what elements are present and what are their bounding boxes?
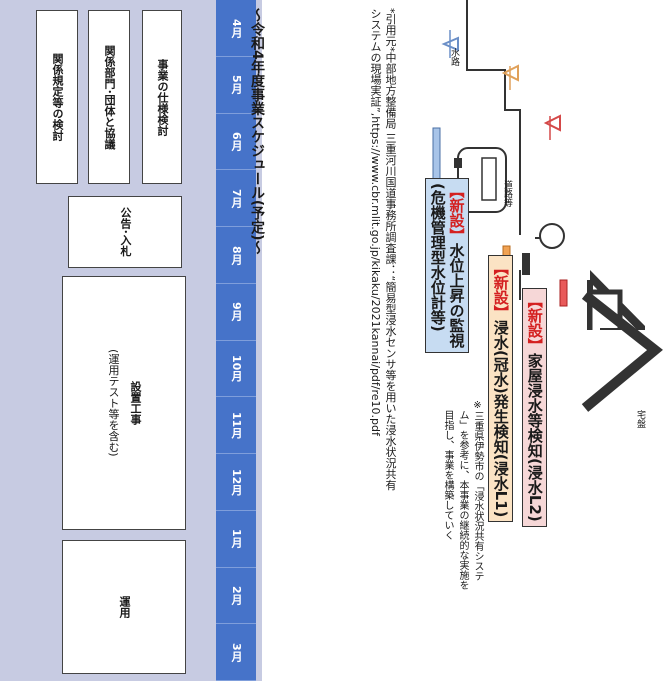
badge-flood-l1-main: 浸水(冠水)発生検知(浸水L1) xyxy=(491,320,510,518)
flood-scene-illustration xyxy=(432,0,645,330)
badge-flood-l1: 【新設】浸水(冠水)発生検知(浸水L1) xyxy=(488,255,513,523)
month-label: 2月 xyxy=(216,568,256,625)
month-label: 8月 xyxy=(216,227,256,284)
badge-water-level-main: 水位上昇の監視 xyxy=(447,243,466,348)
task-spec-review: 事業の仕様検討 xyxy=(142,10,182,184)
month-label: 9月 xyxy=(216,284,256,341)
month-label: 12月 xyxy=(216,454,256,511)
month-label: 11月 xyxy=(216,397,256,454)
schedule-title: ～令和4年度事業スケジュール(予定)～ xyxy=(249,8,265,255)
month-label: 7月 xyxy=(216,170,256,227)
badge-water-level-tag: 【新設】 xyxy=(447,183,466,243)
signpost-icon xyxy=(535,223,565,249)
citation-line-1: *引用元*中部地方整備局 三重河川国道事務所調査課：“簡易型浸水センサ等を用いた… xyxy=(384,8,397,491)
task-regulations-label: 関係規定等の検討 xyxy=(51,53,64,141)
traffic-signal-icon xyxy=(522,253,530,275)
ground-profile xyxy=(466,0,521,235)
badge-flood-l2-tag: 【新設】 xyxy=(525,293,544,353)
task-installation-sublabel: (運用テスト等を含む) xyxy=(107,349,120,457)
badge-water-level-sub: (危機管理型水位計等) xyxy=(428,183,447,332)
label-house: 宅盤 xyxy=(635,410,645,428)
task-operation: 運用 xyxy=(62,540,186,674)
task-tender: 公告･入札 xyxy=(68,196,182,268)
month-label: 5月 xyxy=(216,57,256,114)
citation-line-2: システムの現場実証”,https://www.cbr.mlit.go.jp/ki… xyxy=(369,8,382,436)
month-label: 10月 xyxy=(216,341,256,398)
task-coordination: 関係部門･団体と協議 xyxy=(88,10,130,184)
task-operation-label: 運用 xyxy=(118,596,131,618)
schedule-panel: 事業の仕様検討 関係部門･団体と協議 関係規定等の検討 公告･入札 設置工事 (… xyxy=(0,0,270,681)
label-river: 水路 xyxy=(449,48,459,66)
month-bar: 4月 5月 6月 7月 8月 9月 10月 11月 12月 1月 2月 3月 xyxy=(216,0,256,681)
label-road: 道路等 xyxy=(502,180,512,207)
badge-water-level: 【新設】水位上昇の監視 (危機管理型水位計等) xyxy=(425,178,469,353)
note-line-2: ム」を参考に、本事業の継続的な実施を xyxy=(457,410,468,590)
water-level-marker-orange xyxy=(501,64,519,82)
water-level-marker-red xyxy=(543,114,561,132)
month-label: 3月 xyxy=(216,624,256,681)
month-label: 4月 xyxy=(216,0,256,57)
note-line-1: ※三重県伊勢市の「浸水状況共有システ xyxy=(472,400,483,581)
house-roof-illustration xyxy=(581,291,663,412)
month-label: 1月 xyxy=(216,511,256,568)
task-tender-label: 公告･入札 xyxy=(119,207,132,257)
task-regulations: 関係規定等の検討 xyxy=(36,10,78,184)
badge-flood-l2: 【新設】家屋浸水等検知(浸水L2) xyxy=(522,288,547,527)
water-level-marker-blue xyxy=(441,36,459,52)
task-spec-review-label: 事業の仕様検討 xyxy=(156,58,169,136)
badge-flood-l2-main: 家屋浸水等検知(浸水L2) xyxy=(525,353,544,522)
task-installation-label: 設置工事 xyxy=(129,381,142,425)
task-installation: 設置工事 (運用テスト等を含む) xyxy=(62,276,186,530)
note-line-3: 目指し、事業を構築していく xyxy=(442,410,453,540)
month-label: 6月 xyxy=(216,114,256,171)
task-coordination-label: 関係部門･団体と協議 xyxy=(103,44,116,150)
badge-flood-l1-tag: 【新設】 xyxy=(491,260,510,320)
flood-sensor-l2 xyxy=(559,279,568,307)
